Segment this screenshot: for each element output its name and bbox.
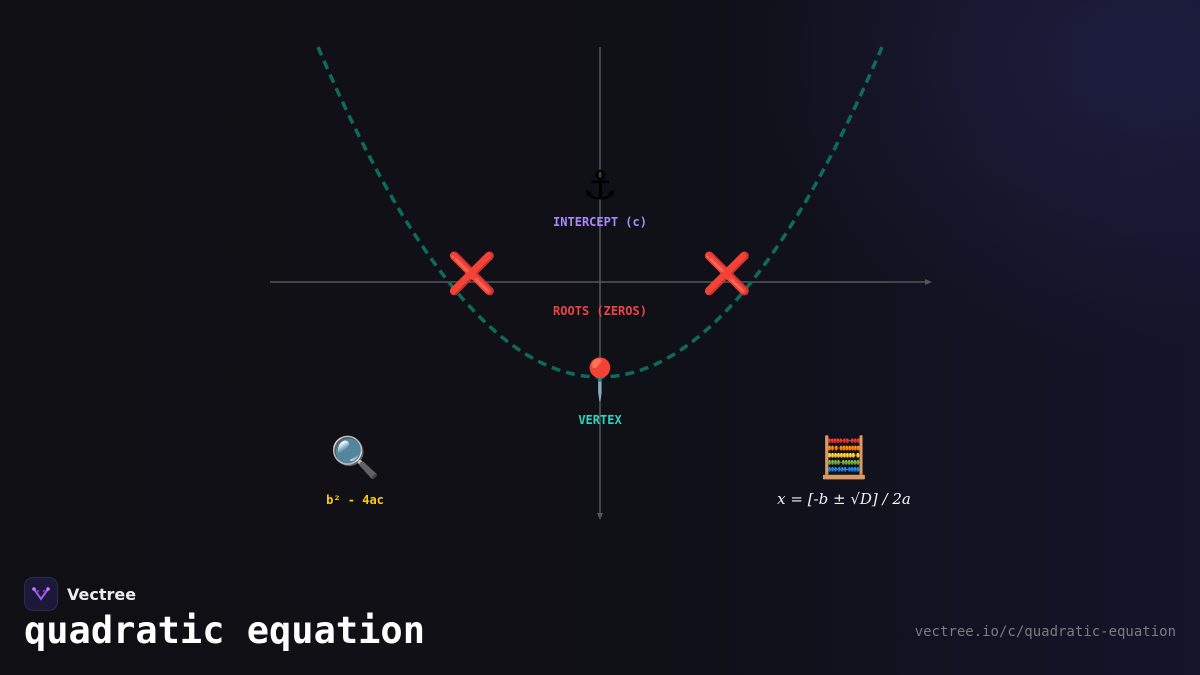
discriminant-label: b² - 4ac <box>326 493 384 507</box>
anchor-icon: ⚓ <box>582 163 618 209</box>
brand-name: Vectree <box>67 584 137 604</box>
pin-icon: 📍 <box>575 357 625 403</box>
brand[interactable]: Vectree <box>24 577 136 611</box>
intercept-label: INTERCEPT (c) <box>553 215 647 229</box>
root-right-cross-icon: ❌ <box>702 251 752 297</box>
parabola-curve <box>316 46 884 379</box>
roots-label: ROOTS (ZEROS) <box>553 304 647 318</box>
page-title: quadratic equation <box>24 609 425 652</box>
y-axis-arrow <box>597 513 603 520</box>
vectree-logo-icon <box>24 577 58 611</box>
magnifying-glass-icon: 🔍 <box>330 435 380 481</box>
root-left-cross-icon: ❌ <box>447 251 497 297</box>
vertex-label: VERTEX <box>578 413 622 427</box>
x-axis-arrow <box>925 279 932 285</box>
quadratic-formula-text: x = [-b ± √D] / 2a <box>777 490 911 508</box>
abacus-icon: 🧮 <box>819 435 869 481</box>
page-url-link[interactable]: vectree.io/c/quadratic-equation <box>914 624 1176 640</box>
